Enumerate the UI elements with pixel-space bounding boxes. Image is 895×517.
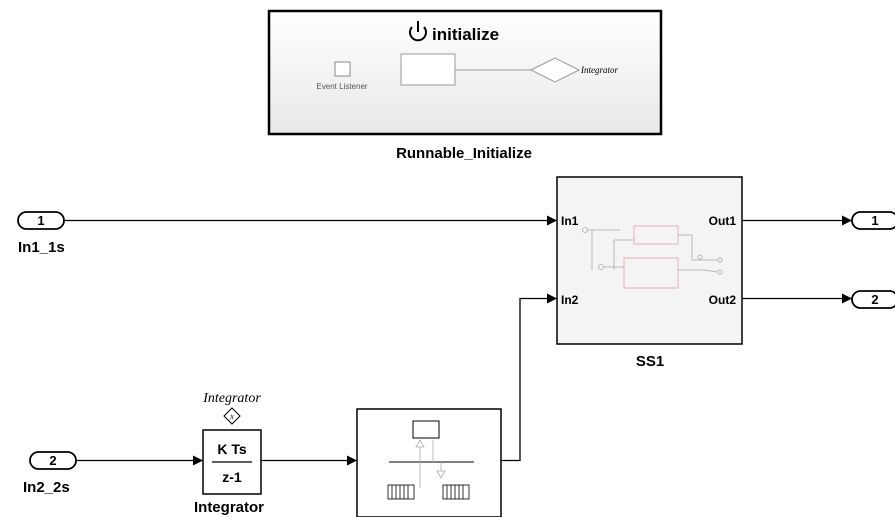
integrator-block[interactable]: K Ts z-1 bbox=[202, 429, 262, 495]
inport-1-name: In1_1s bbox=[18, 239, 65, 256]
runnable-name: Runnable_Initialize bbox=[396, 145, 532, 162]
integrator-gain: K Ts bbox=[217, 441, 247, 457]
integrator-reset-symbol: x bbox=[229, 412, 234, 421]
ss1-out2-label: Out2 bbox=[709, 293, 737, 307]
subsystem-name: SS1 bbox=[636, 353, 664, 370]
integrator-denominator: z-1 bbox=[222, 469, 242, 485]
outport-2-number: 2 bbox=[871, 292, 878, 307]
ss1-out1-label: Out1 bbox=[709, 214, 737, 228]
integrator-name: Integrator bbox=[194, 499, 264, 516]
integrator-ref-label: Integrator bbox=[580, 65, 618, 75]
rate-transition-block[interactable] bbox=[356, 408, 502, 517]
event-listener-label: Event Listener bbox=[316, 82, 367, 91]
rate-transition-icon bbox=[387, 420, 474, 500]
power-icon bbox=[409, 21, 427, 42]
integrator-tag: Integrator bbox=[202, 391, 261, 406]
ss1-inner-preview bbox=[582, 225, 723, 289]
inport-2-name: In2_2s bbox=[23, 479, 70, 496]
subsystem-ss1[interactable]: In1 In2 Out1 Out2 bbox=[556, 176, 743, 345]
trigger-diamond bbox=[529, 57, 581, 83]
runnable-title: initialize bbox=[432, 25, 499, 44]
inport-1-number: 1 bbox=[37, 213, 44, 228]
integrator-reset-diamond: x bbox=[223, 407, 241, 425]
runnable-initialize-block[interactable]: initialize Event Listener Integrator bbox=[267, 9, 663, 136]
function-call-block bbox=[400, 53, 456, 86]
signal-rate-to-ss1 bbox=[501, 293, 557, 462]
ss1-in2-label: In2 bbox=[561, 293, 579, 307]
ss1-in1-label: In1 bbox=[561, 214, 579, 228]
inport-2-number: 2 bbox=[49, 453, 56, 468]
signal-lines bbox=[64, 215, 852, 466]
outport-2[interactable]: 2 bbox=[851, 290, 895, 309]
outport-1[interactable]: 1 bbox=[851, 211, 895, 230]
inport-2[interactable]: 2 bbox=[29, 451, 77, 470]
inport-1[interactable]: 1 bbox=[17, 211, 65, 230]
outport-1-number: 1 bbox=[871, 213, 878, 228]
event-listener-icon bbox=[334, 61, 351, 77]
